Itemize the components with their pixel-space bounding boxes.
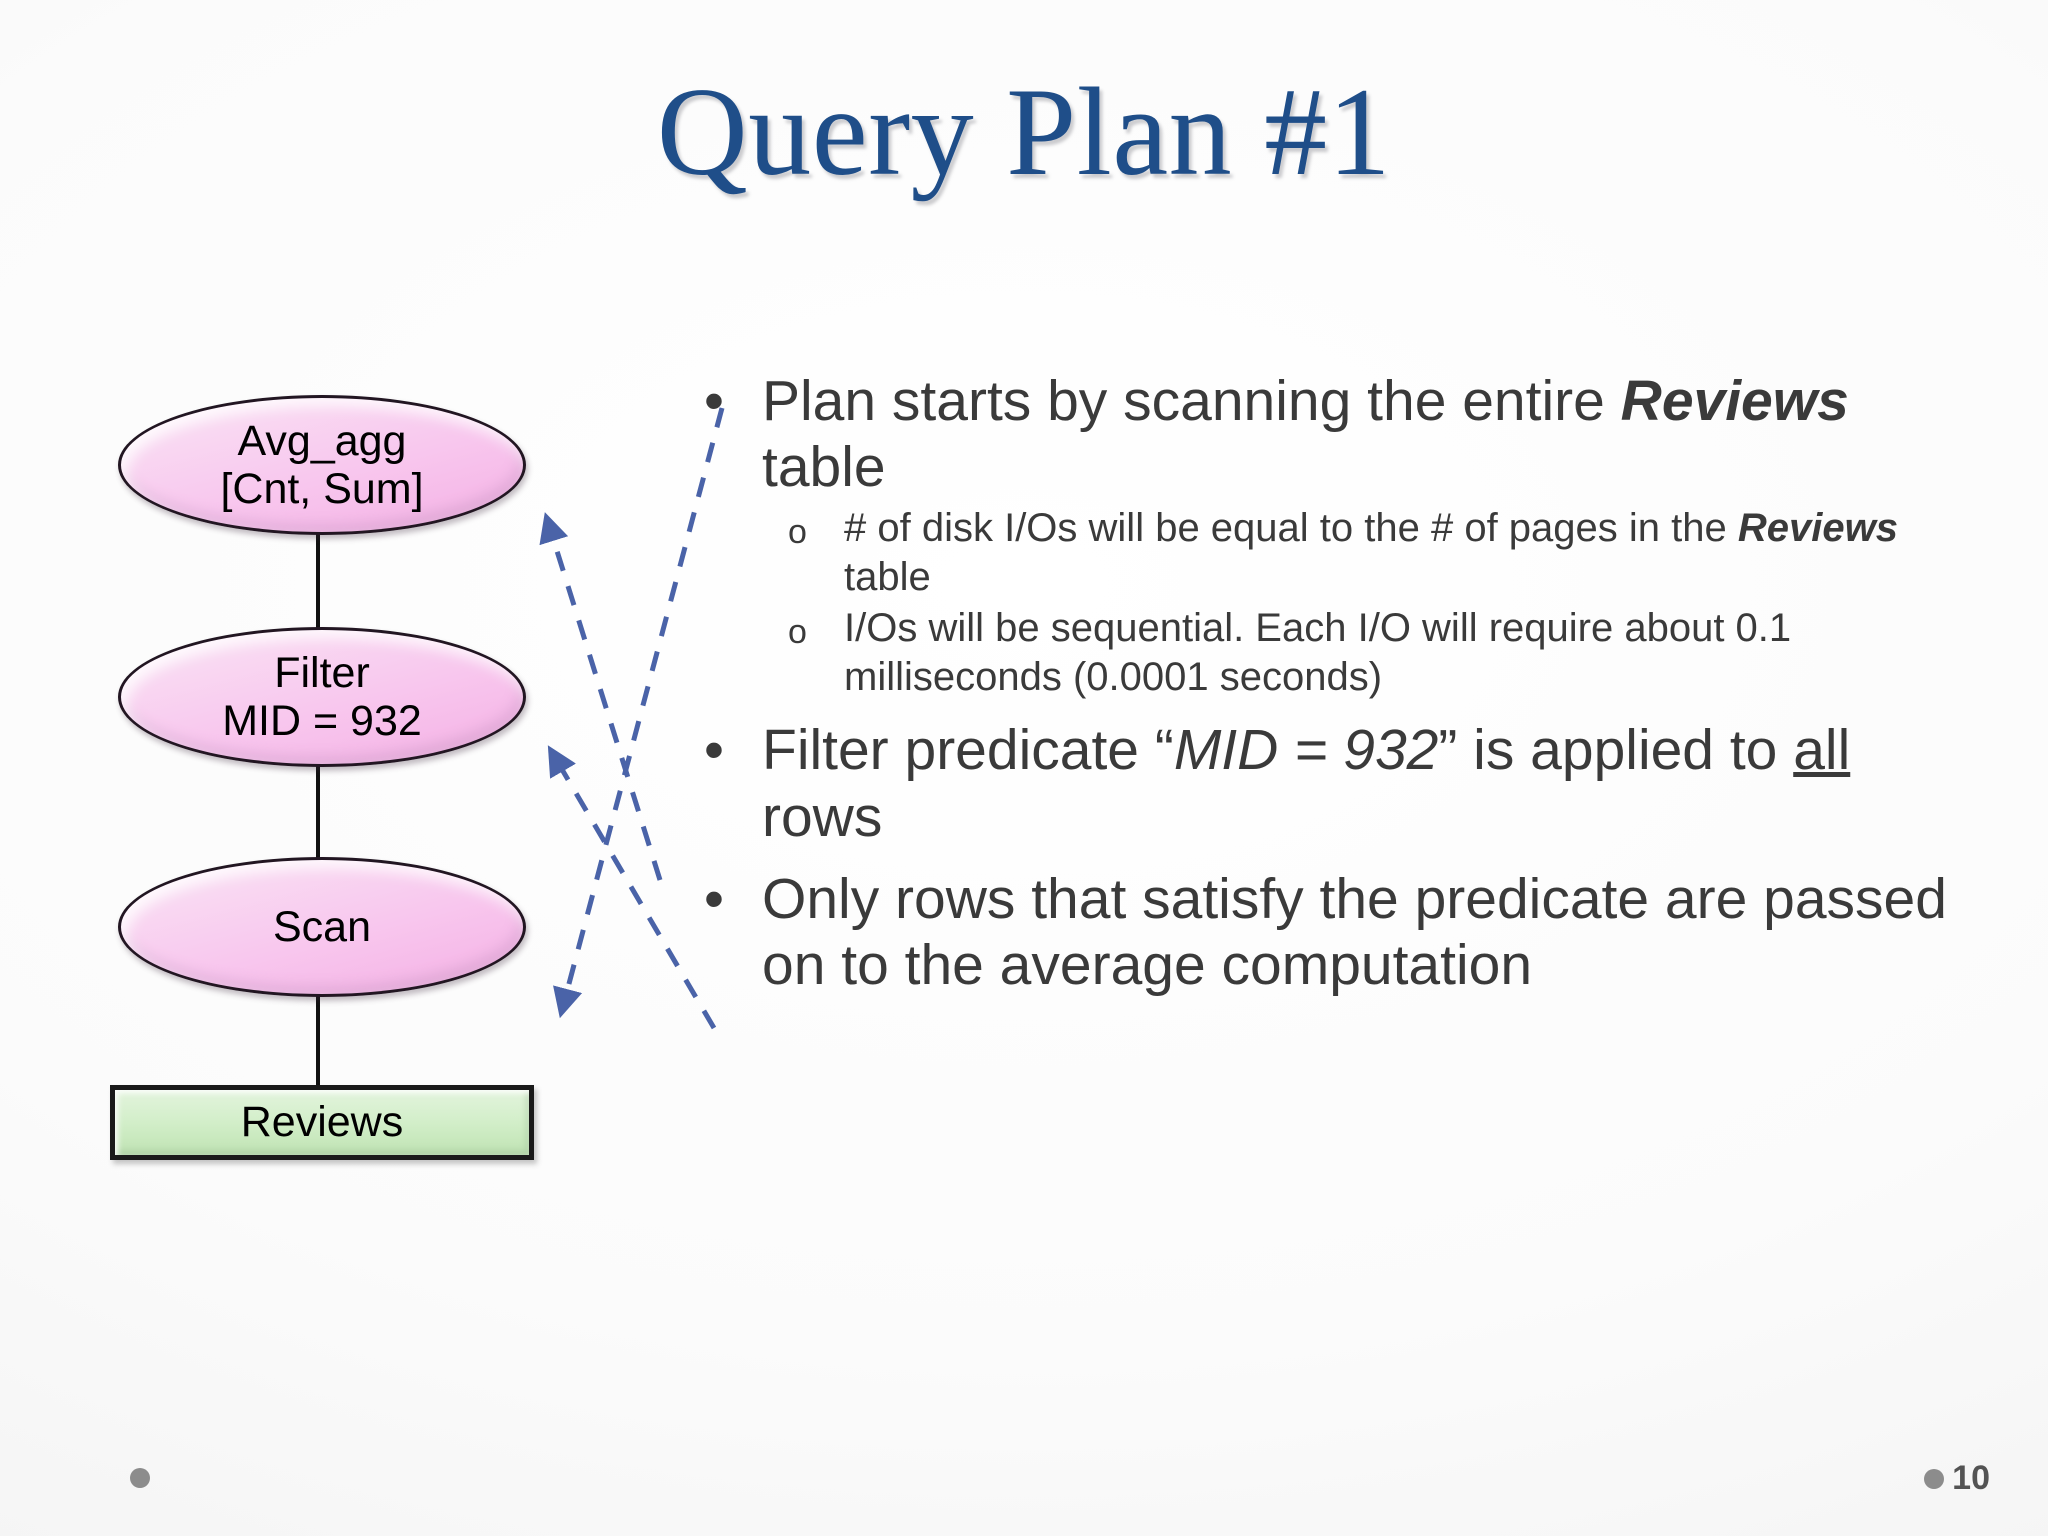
bullet-item-1: • Plan starts by scanning the entire Rev… (690, 368, 1980, 500)
bullet-text: Only rows that satisfy the predicate are… (762, 866, 1947, 997)
page-number-dot (1924, 1468, 1945, 1489)
subbullet-item-1-1: o # of disk I/Os will be equal to the # … (788, 504, 1980, 602)
bullet-marker: • (704, 369, 724, 433)
bullet-marker: • (704, 866, 724, 931)
page-number-value: 10 (1952, 1459, 1990, 1497)
diagram-node-scan[interactable]: Scan (118, 857, 526, 997)
subbullet-text: # of disk I/Os will be equal to the # of… (844, 506, 1898, 600)
page-number: 10 (1924, 1459, 1990, 1498)
bullet-item-2: • Filter predicate “MID = 932” is applie… (690, 717, 1980, 849)
diagram-node-avg-agg[interactable]: Avg_agg [Cnt, Sum] (118, 395, 526, 535)
diagram-node-filter[interactable]: Filter MID = 932 (118, 627, 526, 767)
bullet-text: Filter predicate “MID = 932” is applied … (762, 718, 1851, 849)
query-plan-diagram: Avg_agg [Cnt, Sum] Filter MID = 932 Scan… (110, 395, 570, 1195)
node-label-line2: [Cnt, Sum] (220, 465, 424, 513)
page-title: Query Plan #1 (656, 63, 1392, 202)
bullet-content: • Plan starts by scanning the entire Rev… (690, 368, 1980, 1002)
connector-avg-filter (316, 527, 320, 635)
diagram-node-reviews-table[interactable]: Reviews (110, 1085, 534, 1160)
node-label-line2: MID = 932 (222, 697, 422, 745)
node-label: Reviews (240, 1098, 404, 1146)
bullet-marker: • (704, 718, 724, 783)
subbullet-text: I/Os will be sequential. Each I/O will r… (844, 605, 1792, 699)
node-label-line1: Scan (272, 902, 371, 951)
node-label-line1: Filter (274, 648, 370, 697)
subbullet-item-1-2: o I/Os will be sequential. Each I/O will… (788, 604, 1980, 702)
connector-scan-reviews (316, 989, 320, 1091)
node-label-line1: Avg_agg (237, 416, 407, 465)
footer-bullet-dot (130, 1468, 150, 1488)
connector-filter-scan (316, 759, 320, 865)
subbullet-marker: o (788, 612, 807, 651)
bullet-item-3: • Only rows that satisfy the predicate a… (690, 866, 1980, 998)
bullet-text: Plan starts by scanning the entire Revie… (762, 369, 1849, 500)
subbullet-marker: o (788, 513, 807, 552)
